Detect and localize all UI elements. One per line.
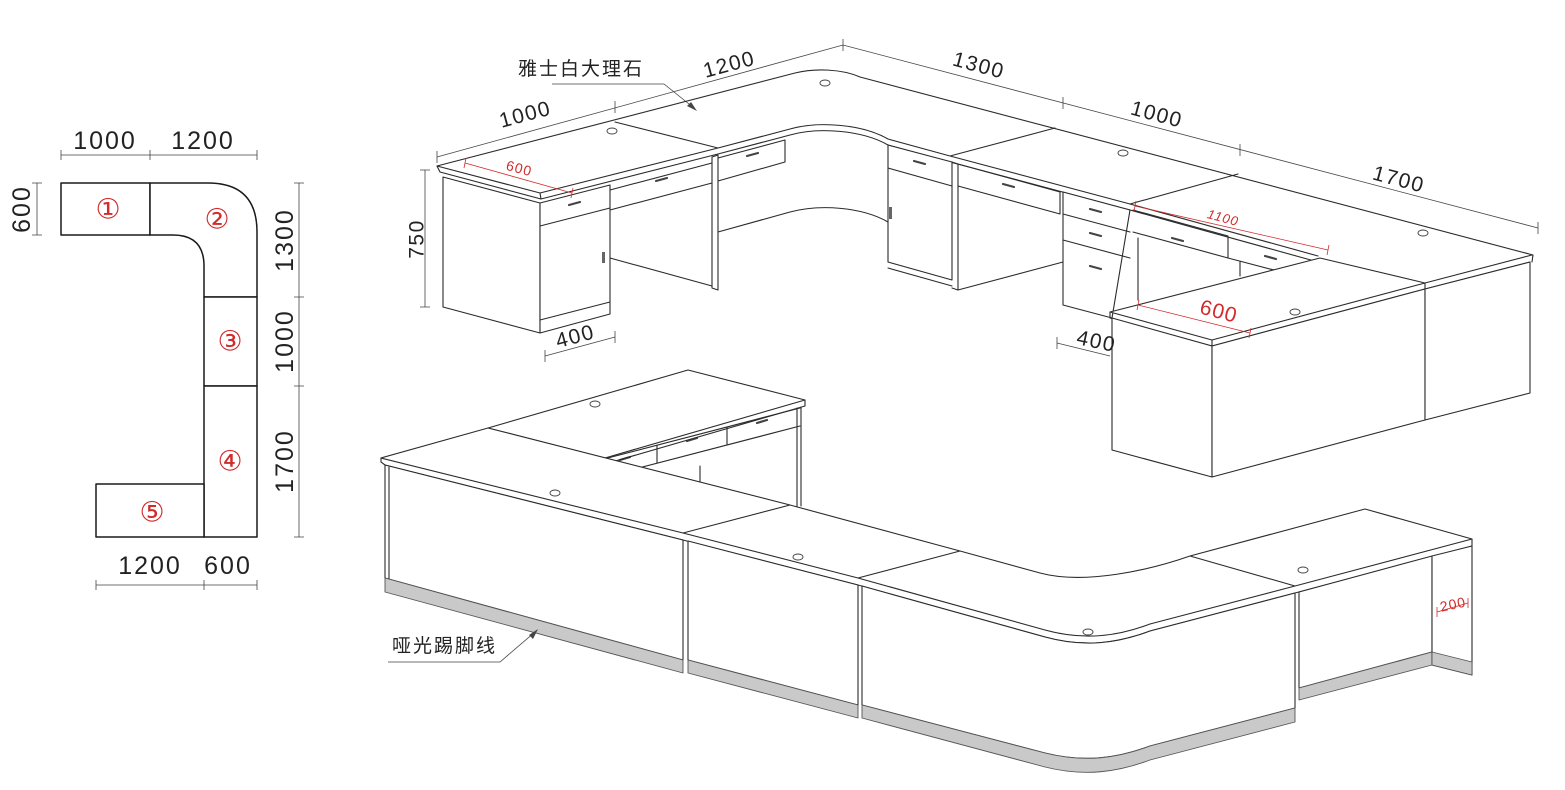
grommet-back-4 (1417, 229, 1429, 237)
return-side-face (1111, 317, 1213, 478)
desk3-pedestal-drawer-lines (1062, 213, 1131, 259)
plinth-curved (861, 704, 1296, 773)
plan-view: 1000 1200 600 1300 1000 1700 1200 600 ① … (8, 127, 304, 590)
desk1-pedestal-side (442, 176, 541, 334)
material-plinth-arrowhead (529, 629, 538, 639)
back-top-joints (614, 121, 1239, 205)
desk2-pedestal-drawer-handle (912, 159, 927, 166)
plan-segment-label-3: ③ (217, 325, 242, 358)
plan-dim-left: 600 (8, 185, 36, 233)
desk2-drawer (717, 139, 786, 182)
desk1-side-panel (711, 154, 719, 291)
end-panel-dim (1436, 598, 1469, 617)
right-end-front-face (1424, 261, 1531, 421)
grommet-back-5 (1289, 308, 1301, 316)
plan-segment-label-2: ② (204, 203, 229, 236)
plan-dim-right-2: 1000 (271, 309, 299, 373)
drawer-span-dim (1133, 200, 1330, 256)
plan-segment-3 (203, 296, 258, 387)
desk1-keyboard-handle (654, 176, 669, 183)
plan-segment-5 (95, 483, 205, 538)
desk4-drawer-1 (1132, 209, 1229, 259)
plan-dim-line-top (60, 150, 258, 160)
iso-back-assembly: 1000 1200 1300 1000 1700 雅士白大理石 600 750 (406, 39, 1539, 478)
desk3-drawer-handle (1001, 182, 1016, 189)
grommet-back-3 (1117, 149, 1129, 157)
material-top-label: 雅士白大理石 (518, 58, 644, 80)
grommet-back-2 (606, 127, 618, 135)
desk4-drawer-2-handle (1263, 254, 1278, 261)
grommet-front-1 (589, 400, 601, 408)
desk1-pedestal-drawer-line (539, 207, 611, 321)
material-top-leader (552, 83, 695, 109)
plan-dim-line-bottom (95, 580, 258, 590)
desk3-back-bottom (957, 261, 1064, 291)
desk1-drawer-handle (567, 200, 582, 207)
back-top-outer-edge (436, 69, 1534, 263)
end-panel-label: 200 (1438, 594, 1467, 615)
desk4-drawer-1-handle (1170, 236, 1185, 243)
grommet-back-1 (819, 79, 831, 87)
material-top-arrowhead (687, 102, 697, 111)
plan-segment-label-5: ⑤ (139, 496, 164, 529)
desk1-depth-label: 600 (504, 157, 534, 179)
plan-segment-4 (203, 385, 258, 538)
desk1-depth-dim (463, 157, 574, 199)
counter-top-joints (682, 504, 1296, 587)
left-pedestal-dim-line (544, 331, 616, 362)
plan-dim-right-1: 1300 (271, 208, 299, 272)
grommet-front-5 (1297, 566, 1309, 574)
plan-dim-bottom-2: 600 (204, 552, 252, 580)
grommet-front-4 (1082, 628, 1094, 636)
grommet-front-2 (549, 489, 561, 497)
material-plinth-label: 哑光踢脚线 (392, 635, 497, 657)
counter-top-surface (380, 427, 1473, 637)
plan-dim-top-2: 1200 (171, 127, 235, 155)
plan-dim-right-3: 1700 (271, 429, 299, 493)
back-top-inner-edge (539, 124, 1319, 257)
drawer-span-label: 1100 (1206, 206, 1241, 229)
raised-desk-drawer-band (599, 407, 801, 479)
plan-segment-label-1: ① (95, 193, 120, 226)
desk2-pedestal-front (887, 144, 953, 281)
return-depth-dim (1136, 299, 1252, 339)
height-dim-label: 750 (406, 219, 429, 259)
plinth-middle (687, 659, 859, 719)
iso-dim-top-3: 1300 (950, 48, 1007, 84)
desk1-back-bottom (609, 257, 713, 287)
desk2-pedestal-lines (887, 161, 959, 291)
plan-dim-line-right (294, 182, 304, 538)
plan-segment-label-4: ④ (217, 445, 242, 478)
plan-segment-1 (60, 182, 151, 236)
right-pedestal-dim-line (1056, 337, 1111, 357)
iso-top-dim-line (436, 39, 1539, 234)
iso-front-assembly: 200 哑光踢脚线 (380, 369, 1473, 773)
plan-dim-top-1: 1000 (73, 127, 137, 155)
height-dim-line (420, 169, 430, 308)
desk1-door-handle (602, 252, 605, 263)
desk2-door-handle (889, 207, 892, 219)
iso-dim-top-5: 1700 (1370, 162, 1427, 198)
plan-dim-line-left (32, 182, 42, 236)
desk2-drawer-handle (745, 151, 760, 158)
desk2-curved-panel-bottom (717, 207, 889, 233)
material-plinth-leader (388, 631, 536, 663)
desk3-drawer (957, 163, 1061, 215)
plinth-end (1431, 651, 1473, 676)
plan-dim-bottom-1: 1200 (118, 552, 182, 580)
grommet-front-3 (792, 553, 804, 561)
raised-desk-legs (656, 406, 802, 509)
plan-segment-2 (149, 182, 258, 298)
plinth-left (384, 577, 684, 674)
desk3-pedestal-handles (1088, 207, 1103, 271)
desk1-keyboard-drawer (609, 162, 713, 211)
raised-desk-top-thickness (604, 399, 806, 465)
iso-dim-top-2: 1200 (701, 47, 758, 83)
